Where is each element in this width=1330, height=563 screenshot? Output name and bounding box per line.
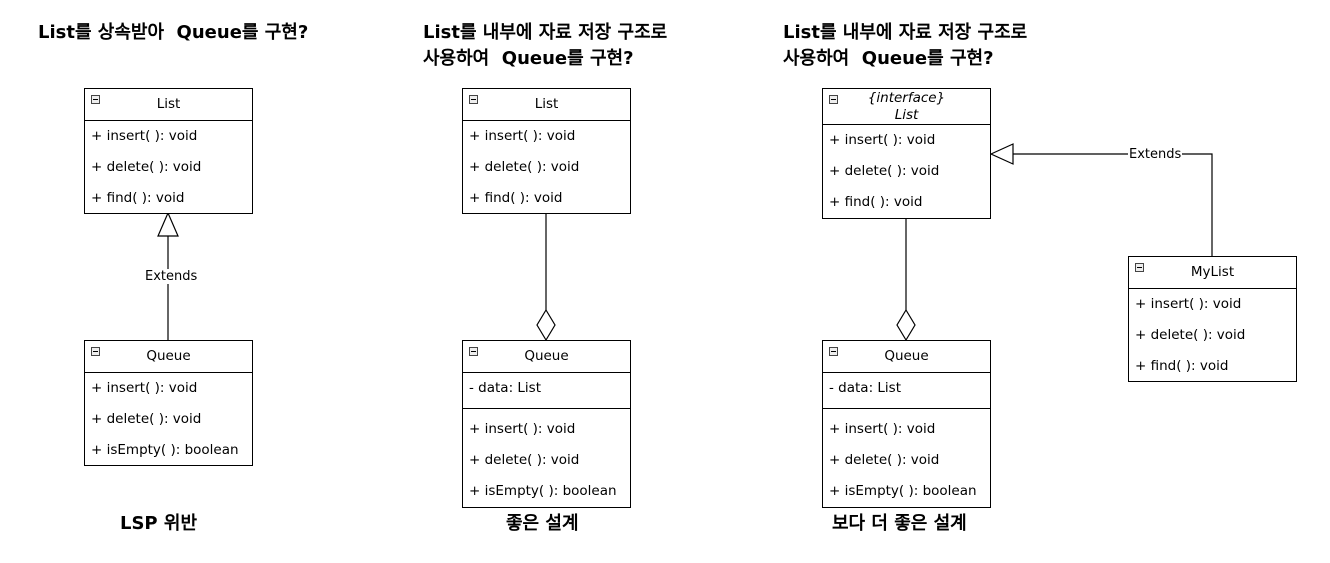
aggregation-diamond bbox=[536, 308, 556, 342]
panel-1-title: List를 상속받아 Queue를 구현? bbox=[38, 22, 309, 43]
operation: + insert( ): void bbox=[1135, 296, 1242, 312]
class-header: List bbox=[463, 89, 630, 121]
class-header: MyList bbox=[1129, 257, 1296, 289]
class-name: Queue bbox=[524, 348, 569, 364]
operation: + insert( ): void bbox=[91, 128, 198, 144]
collapse-icon[interactable] bbox=[91, 347, 100, 356]
panel-3-caption: 보다 더 좋은 설계 bbox=[832, 513, 967, 534]
operation: + find( ): void bbox=[469, 190, 563, 206]
class-header: Queue bbox=[823, 341, 990, 373]
operation: + isEmpty( ): boolean bbox=[91, 442, 239, 458]
operation: + delete( ): void bbox=[469, 452, 580, 468]
operation: + find( ): void bbox=[829, 194, 923, 210]
operation: + find( ): void bbox=[1135, 358, 1229, 374]
class-name: List bbox=[534, 96, 559, 112]
collapse-icon[interactable] bbox=[469, 95, 478, 104]
class-name: Queue bbox=[146, 348, 191, 364]
operation: + delete( ): void bbox=[91, 159, 202, 175]
operation: + delete( ): void bbox=[469, 159, 580, 175]
class-queue[interactable]: Queue - data: List + insert( ): void + d… bbox=[822, 340, 991, 508]
class-header: {interface} List bbox=[823, 89, 990, 125]
stereotype: {interface} bbox=[867, 90, 946, 106]
class-queue[interactable]: Queue - data: List + insert( ): void + d… bbox=[462, 340, 631, 508]
class-name: Queue bbox=[884, 348, 929, 364]
generalization-arrowhead bbox=[157, 211, 179, 237]
class-list[interactable]: List + insert( ): void + delete( ): void… bbox=[462, 88, 631, 214]
operation: + insert( ): void bbox=[91, 380, 198, 396]
generalization-line bbox=[1013, 153, 1213, 256]
attribute: - data: List bbox=[469, 380, 542, 396]
collapse-icon[interactable] bbox=[829, 95, 838, 104]
operation: + isEmpty( ): boolean bbox=[469, 483, 617, 499]
attribute: - data: List bbox=[829, 380, 902, 396]
operation: + insert( ): void bbox=[829, 132, 936, 148]
aggregation-diamond bbox=[896, 308, 916, 342]
panel-1-caption: LSP 위반 bbox=[120, 513, 198, 534]
extends-label: Extends bbox=[1128, 147, 1183, 162]
collapse-icon[interactable] bbox=[1135, 263, 1144, 272]
operation: + find( ): void bbox=[91, 190, 185, 206]
operation: + delete( ): void bbox=[829, 163, 940, 179]
collapse-icon[interactable] bbox=[829, 347, 838, 356]
class-list[interactable]: List + insert( ): void + delete( ): void… bbox=[84, 88, 253, 214]
generalization-arrowhead bbox=[989, 143, 1014, 165]
operation: + insert( ): void bbox=[469, 128, 576, 144]
class-header: Queue bbox=[463, 341, 630, 373]
panel-3-title: List를 내부에 자료 저장 구조로 사용하여 Queue를 구현? bbox=[783, 22, 1028, 69]
extends-label: Extends bbox=[144, 269, 199, 284]
collapse-icon[interactable] bbox=[469, 347, 478, 356]
operation: + isEmpty( ): boolean bbox=[829, 483, 977, 499]
class-mylist[interactable]: MyList + insert( ): void + delete( ): vo… bbox=[1128, 256, 1297, 382]
operation: + delete( ): void bbox=[829, 452, 940, 468]
operation: + delete( ): void bbox=[91, 411, 202, 427]
class-name: List bbox=[894, 107, 919, 123]
class-name: List bbox=[156, 96, 181, 112]
panel-2-caption: 좋은 설계 bbox=[506, 513, 579, 534]
panel-2-title: List를 내부에 자료 저장 구조로 사용하여 Queue를 구현? bbox=[423, 22, 668, 69]
collapse-icon[interactable] bbox=[91, 95, 100, 104]
class-name: MyList bbox=[1190, 264, 1235, 280]
class-header: Queue bbox=[85, 341, 252, 373]
operation: + insert( ): void bbox=[469, 421, 576, 437]
interface-list[interactable]: {interface} List + insert( ): void + del… bbox=[822, 88, 991, 219]
operation: + delete( ): void bbox=[1135, 327, 1246, 343]
class-header: List bbox=[85, 89, 252, 121]
class-queue[interactable]: Queue + insert( ): void + delete( ): voi… bbox=[84, 340, 253, 466]
operation: + insert( ): void bbox=[829, 421, 936, 437]
